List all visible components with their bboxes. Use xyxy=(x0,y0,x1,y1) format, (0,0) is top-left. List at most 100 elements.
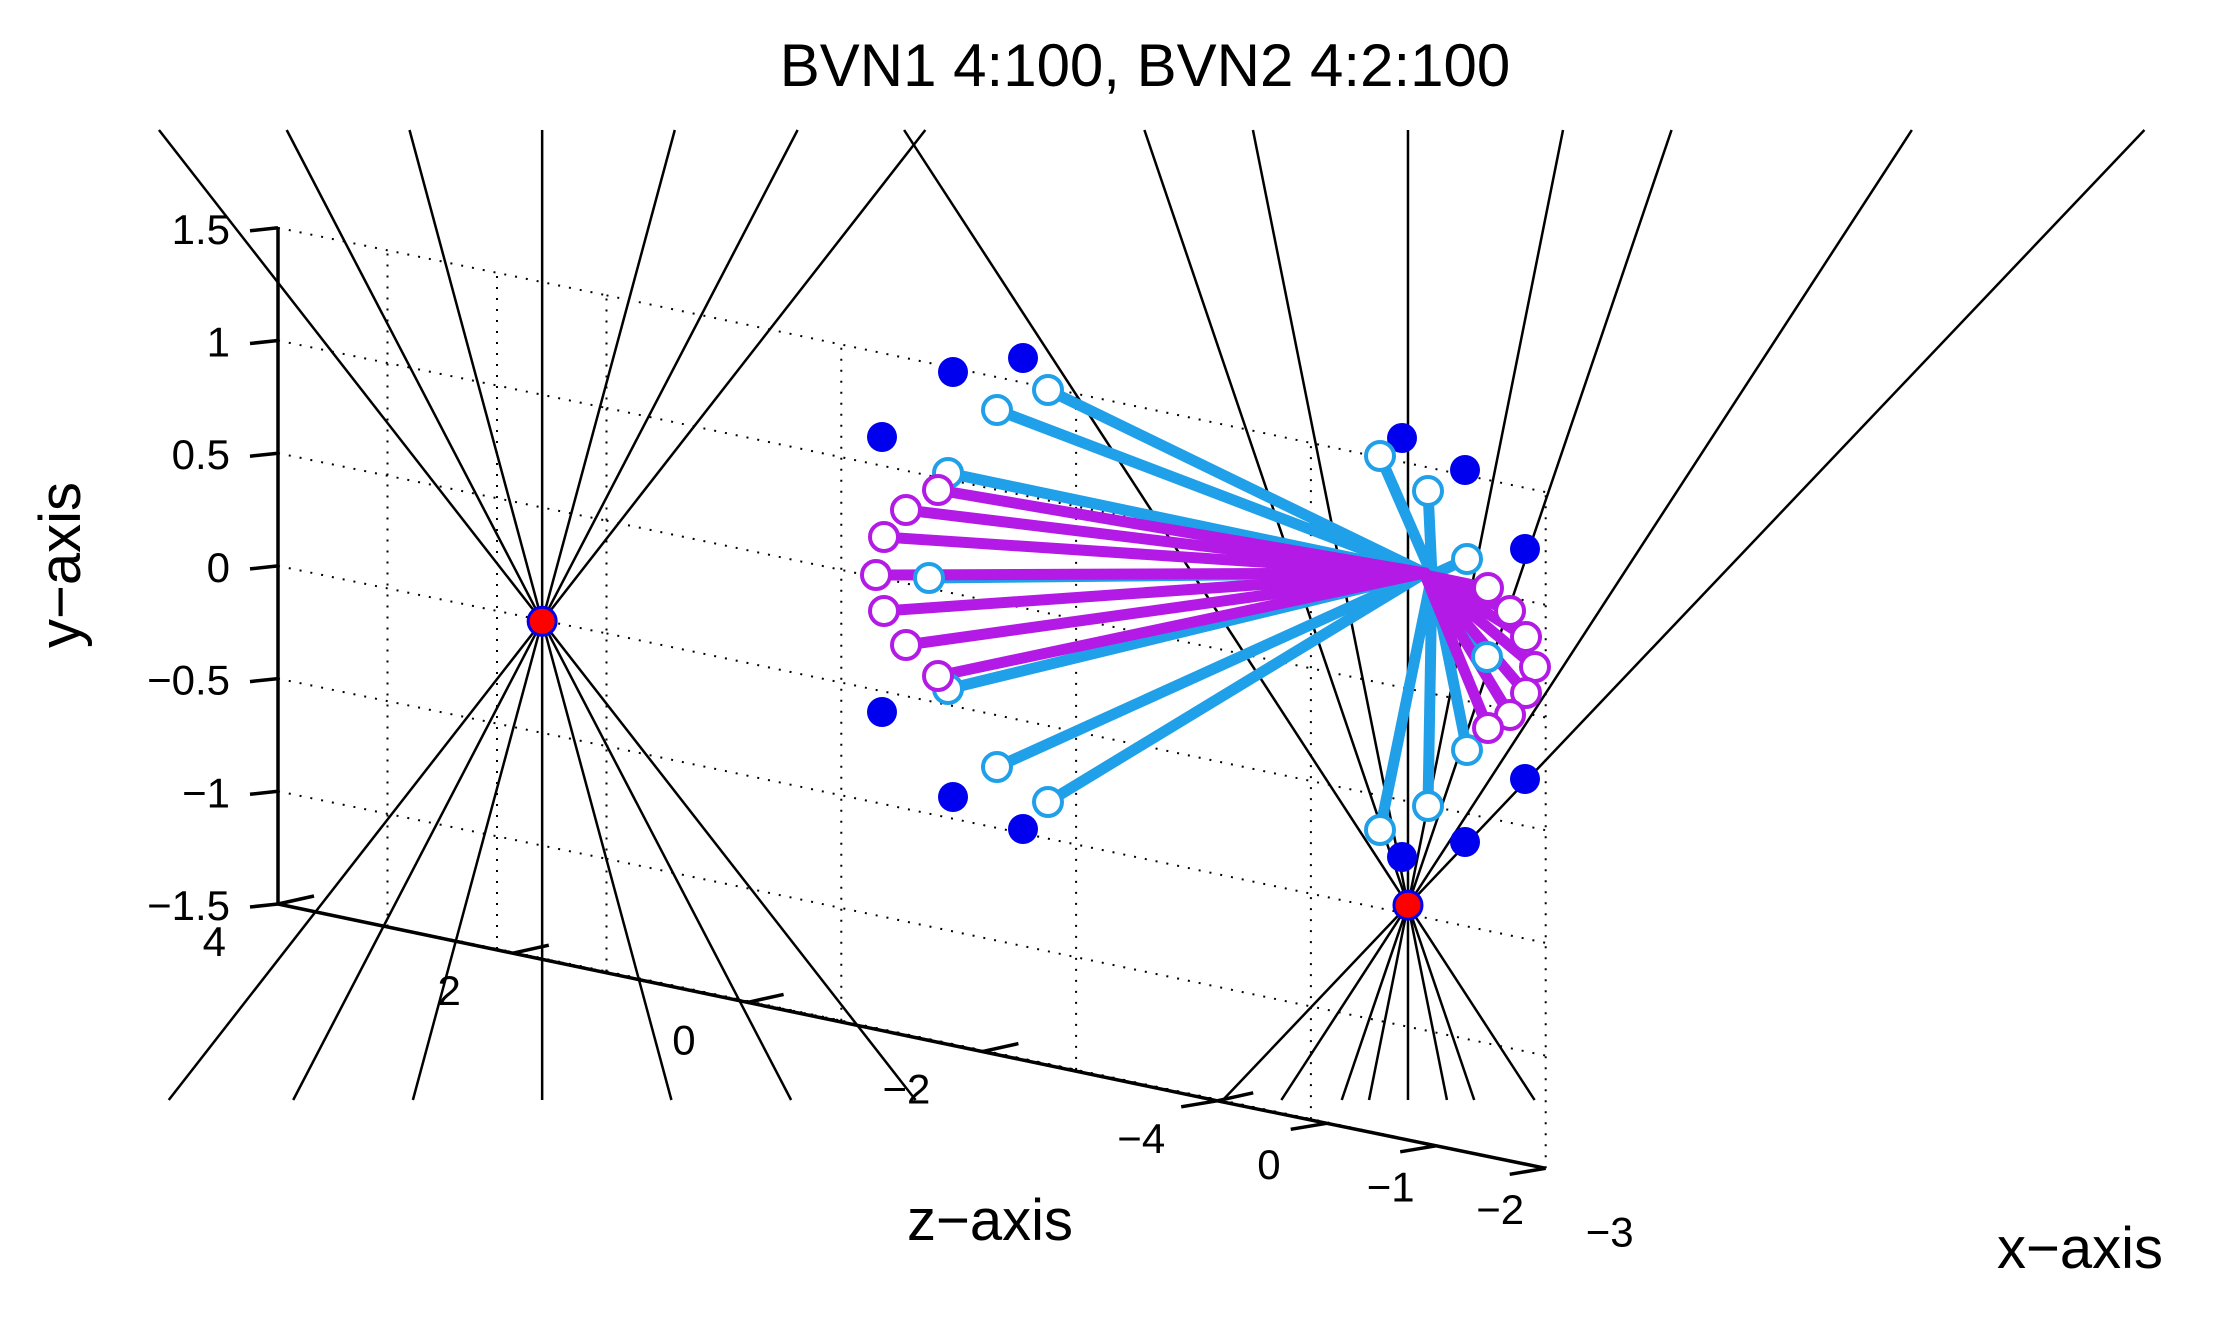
ray-line-focus-2 xyxy=(1143,129,1476,1101)
blue-marker xyxy=(1510,764,1540,794)
cyan-open-marker xyxy=(1412,475,1444,507)
cyan-segment xyxy=(991,404,1431,579)
y-axis-label: y−axis xyxy=(28,482,93,648)
cyan-segment xyxy=(1042,567,1431,808)
y-axis-tick xyxy=(249,564,279,571)
grid-line-side-wall xyxy=(277,226,607,297)
grid-layer xyxy=(277,226,1547,1170)
x-axis-tick xyxy=(1290,1121,1327,1132)
cyan-segment xyxy=(1374,569,1438,836)
z-axis-tick xyxy=(747,992,784,1005)
red-focus-marker xyxy=(526,605,558,637)
z-tick-label: −4 xyxy=(1117,1115,1165,1162)
magenta-open-marker xyxy=(1519,651,1551,683)
magenta-open-marker xyxy=(868,521,900,553)
y-axis-tick xyxy=(249,338,279,346)
x-axis-tick xyxy=(1180,1099,1218,1109)
y-tick-label: 1 xyxy=(207,319,230,366)
cyan-open-marker xyxy=(1364,440,1396,472)
magenta-open-marker xyxy=(1472,712,1504,744)
magenta-open-marker xyxy=(890,629,922,661)
blue-marker xyxy=(1387,423,1417,453)
y-axis-tick xyxy=(249,226,279,233)
z-tick-label: −2 xyxy=(883,1066,931,1113)
blue-marker xyxy=(1008,343,1038,373)
cyan-segment xyxy=(991,567,1431,773)
blue-marker xyxy=(867,697,897,727)
y-tick-label: 0 xyxy=(207,544,230,591)
cyan-segment xyxy=(1422,569,1438,812)
blue-marker xyxy=(1387,842,1417,872)
y-axis-tick xyxy=(249,676,279,684)
cyan-open-marker xyxy=(1412,790,1444,822)
y-axis-tick xyxy=(249,789,279,797)
magenta-open-marker xyxy=(868,595,900,627)
cyan-open-marker xyxy=(1471,641,1503,673)
magenta-segment xyxy=(932,567,1431,682)
magenta-open-marker xyxy=(1510,677,1542,709)
grid-line-side-wall xyxy=(277,452,607,522)
magenta-open-marker xyxy=(1494,595,1526,627)
z-axis-label: z−axis xyxy=(907,1188,1073,1253)
blue-marker xyxy=(1510,534,1540,564)
y-axis-tick xyxy=(249,451,279,458)
x-axis-line xyxy=(1216,1099,1547,1171)
x-tick-label: 0 xyxy=(1257,1141,1280,1188)
label-layer: BVN1 4:100, BVN2 4:2:100 y−axis z−axis x… xyxy=(28,32,2163,1281)
segment-layer xyxy=(870,384,1541,836)
magenta-open-marker xyxy=(922,660,954,692)
x-tick-label: −2 xyxy=(1476,1186,1524,1233)
cyan-open-marker xyxy=(981,751,1013,783)
grid-line-side-wall xyxy=(277,339,607,409)
blue-marker xyxy=(1008,814,1038,844)
z-axis-tick xyxy=(982,1041,1019,1054)
magenta-open-marker xyxy=(922,474,954,506)
cyan-open-marker xyxy=(1364,814,1396,846)
magenta-segment xyxy=(1419,569,1494,734)
x-axis-tick xyxy=(1509,1166,1546,1177)
chart-title: BVN1 4:100, BVN2 4:2:100 xyxy=(780,32,1511,99)
magenta-segment xyxy=(878,531,1431,579)
y-tick-label: −1.5 xyxy=(147,882,230,929)
magenta-open-marker xyxy=(860,559,892,591)
x-tick-label: −1 xyxy=(1367,1163,1415,1210)
z-axis-tick xyxy=(1216,1091,1254,1103)
blue-marker xyxy=(938,357,968,387)
blue-marker xyxy=(938,782,968,812)
marker-layer xyxy=(526,343,1551,921)
grid-line-side-wall xyxy=(277,564,607,635)
z-tick-label: 0 xyxy=(672,1016,695,1063)
y-tick-label: −0.5 xyxy=(147,657,230,704)
magenta-segment xyxy=(900,567,1431,651)
blue-marker xyxy=(1450,827,1480,857)
y-tick-label: 1.5 xyxy=(172,206,230,253)
blue-marker xyxy=(1450,455,1480,485)
magenta-open-marker xyxy=(1510,621,1542,653)
x-axis-tick xyxy=(1399,1144,1437,1154)
cyan-segment xyxy=(1374,450,1438,581)
cyan-open-marker xyxy=(1451,543,1483,575)
z-axis-tick xyxy=(277,894,315,906)
blue-marker xyxy=(867,422,897,452)
y-tick-label: 0.5 xyxy=(172,431,230,478)
cyan-segment xyxy=(1042,384,1431,579)
magenta-segment xyxy=(878,567,1431,617)
z-tick-label: 2 xyxy=(437,967,460,1014)
grid-line-side-wall xyxy=(277,790,607,860)
cyan-open-marker xyxy=(1032,786,1064,818)
x-tick-label: −3 xyxy=(1586,1208,1634,1255)
cyan-open-marker xyxy=(981,394,1013,426)
cyan-open-marker xyxy=(913,562,945,594)
ray-line-focus-2 xyxy=(1222,129,2146,1101)
z-axis-tick xyxy=(512,943,550,955)
ray-line-focus-2 xyxy=(1280,129,1913,1101)
cyan-open-marker xyxy=(1451,734,1483,766)
magenta-open-marker xyxy=(890,494,922,526)
magenta-open-marker xyxy=(1472,572,1504,604)
x-axis-label: x−axis xyxy=(1997,1216,2163,1281)
red-focus-marker xyxy=(1392,889,1424,921)
z-tick-label: 4 xyxy=(203,918,226,965)
